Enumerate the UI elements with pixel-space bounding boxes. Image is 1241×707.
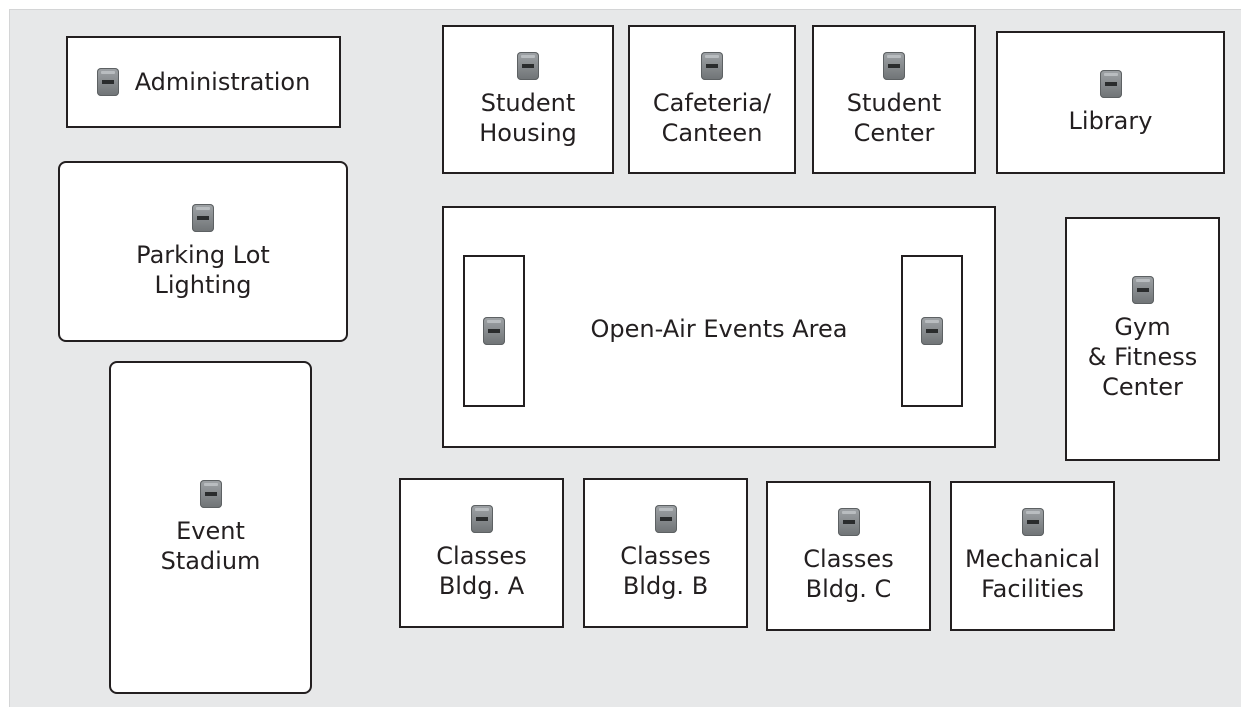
meter-icon xyxy=(96,68,119,96)
building-student-center[interactable]: Student Center xyxy=(812,25,976,174)
meter-icon xyxy=(1131,276,1154,304)
building-mechanical[interactable]: Mechanical Facilities xyxy=(950,481,1115,631)
meter-icon xyxy=(470,505,493,533)
building-label: Classes Bldg. C xyxy=(803,545,894,603)
event-pillar-left xyxy=(463,255,525,407)
meter-icon xyxy=(517,51,539,80)
building-label: Cafeteria/ Canteen xyxy=(652,88,772,147)
campus-map: Administration Student Housing Cafeteria… xyxy=(9,9,1241,707)
meter-icon xyxy=(921,317,943,345)
building-classes-c[interactable]: Classes Bldg. C xyxy=(766,481,931,631)
meter-icon xyxy=(192,203,214,232)
building-classes-a[interactable]: Classes Bldg. A xyxy=(399,478,564,628)
building-label: Student Center xyxy=(846,88,942,147)
meter-icon xyxy=(1021,508,1044,536)
meter-icon xyxy=(837,508,860,536)
building-label: Parking Lot Lighting xyxy=(136,240,270,299)
building-label: Open-Air Events Area xyxy=(590,315,848,343)
building-label: Classes Bldg. B xyxy=(620,542,711,600)
event-pillar-right xyxy=(901,255,963,407)
building-classes-b[interactable]: Classes Bldg. B xyxy=(583,478,748,628)
building-cafeteria[interactable]: Cafeteria/ Canteen xyxy=(628,25,796,174)
building-administration[interactable]: Administration xyxy=(66,36,341,128)
building-student-housing[interactable]: Student Housing xyxy=(442,25,614,174)
meter-icon xyxy=(199,479,222,508)
meter-icon xyxy=(483,317,505,345)
building-label: Administration xyxy=(134,68,311,96)
building-label: Student Housing xyxy=(479,88,577,147)
building-label: Gym & Fitness Center xyxy=(1087,313,1198,401)
meter-icon xyxy=(654,505,677,533)
building-event-stadium[interactable]: Event Stadium xyxy=(109,361,312,694)
building-label: Event Stadium xyxy=(160,516,261,575)
meter-icon xyxy=(701,51,723,80)
building-label: Mechanical Facilities xyxy=(964,545,1101,603)
building-parking-lot[interactable]: Parking Lot Lighting xyxy=(58,161,348,342)
building-label: Classes Bldg. A xyxy=(436,542,527,600)
building-library[interactable]: Library xyxy=(996,31,1225,174)
building-open-air-events[interactable]: Open-Air Events Area xyxy=(442,206,996,448)
meter-icon xyxy=(883,51,905,80)
building-gym[interactable]: Gym & Fitness Center xyxy=(1065,217,1220,461)
building-label: Library xyxy=(1068,106,1153,135)
meter-icon xyxy=(1099,69,1122,98)
